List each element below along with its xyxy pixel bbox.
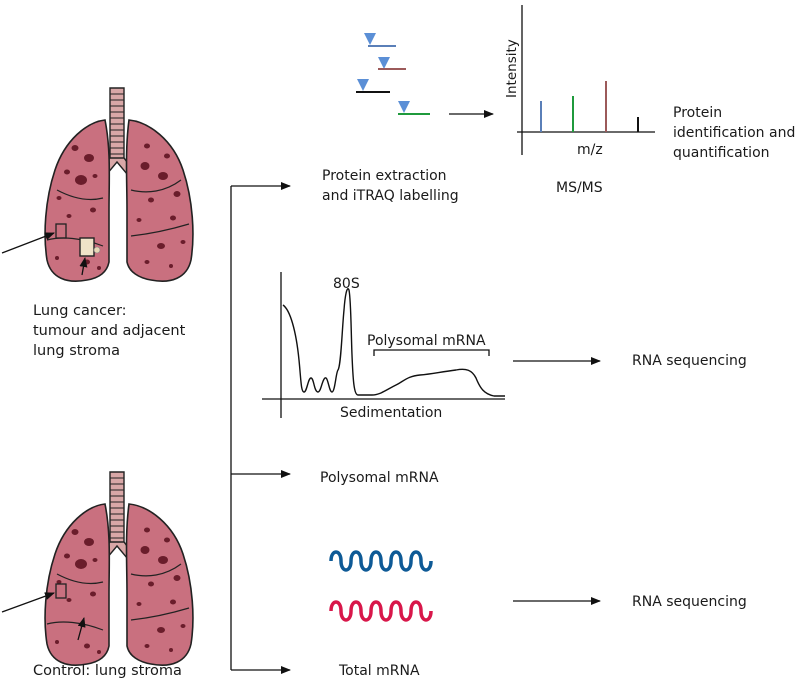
stroma-pointer-arrow [1, 232, 55, 254]
profile-trace [282, 288, 505, 397]
tumour-sample-marker [79, 237, 95, 257]
rna-sequencing-label-2: RNA sequencing [632, 594, 747, 610]
msms-title: MS/MS [556, 180, 603, 196]
protein-extraction-label: Protein extraction and iTRAQ labelling [322, 168, 459, 204]
mrna-wave-blue [329, 550, 433, 572]
itraq-tag-icon [357, 79, 369, 91]
itraq-tag-icon [378, 57, 390, 69]
peak-80s-label: 80S [333, 276, 360, 292]
polysomal-mrna-label: Polysomal mRNA [320, 470, 439, 486]
protein-identification-label: Protein identification and quantificatio… [673, 105, 800, 161]
polysome-profile: 80S Polysomal mRNA Sedimentation [262, 272, 505, 421]
polysomal-bracket-label: Polysomal mRNA [367, 333, 486, 349]
lung-cancer-lungs-icon [1, 87, 194, 282]
control-label: Control: lung stroma [33, 663, 182, 679]
branch-bracket [230, 182, 291, 674]
control-pointer-arrow-2 [77, 617, 86, 641]
control-lungs-icon [1, 471, 194, 666]
lung-cancer-label: Lung cancer: tumour and adjacent lung st… [33, 303, 190, 359]
tumour-pointer-arrow [79, 257, 88, 276]
total-mrna-label: Total mRNA [338, 663, 420, 679]
msms-spectrum: Intensity m/z MS/MS [504, 5, 655, 196]
polysomal-bracket [373, 349, 490, 356]
itraq-tag-icon [364, 33, 376, 45]
msms-x-label: m/z [577, 142, 603, 158]
mrna-waves-icon [329, 550, 433, 622]
control-pointer-arrow-1 [1, 592, 55, 613]
control-stroma-sample-marker [55, 583, 67, 599]
sedimentation-label: Sedimentation [340, 405, 442, 421]
msms-y-label: Intensity [504, 39, 520, 98]
itraq-tags [356, 33, 430, 115]
rna-sequencing-label-1: RNA sequencing [632, 353, 747, 369]
itraq-tag-icon [398, 101, 410, 113]
mrna-wave-red [329, 600, 433, 622]
stroma-sample-marker [55, 223, 67, 239]
